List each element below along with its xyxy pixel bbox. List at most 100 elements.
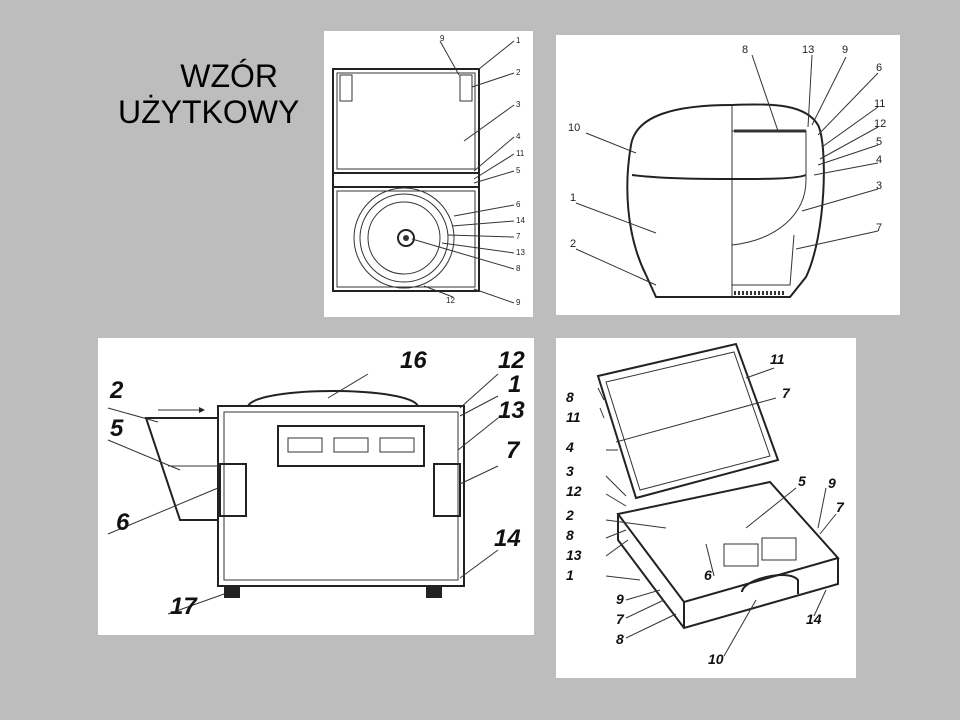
disc-center [403, 235, 409, 241]
label-d-9: 9 [828, 475, 836, 491]
hinge-band [332, 172, 480, 188]
label-c-14: 14 [494, 525, 521, 552]
label-c-5: 5 [110, 415, 124, 442]
latch-right [433, 463, 461, 517]
figure-a-drawing: 9 1 2 3 4 11 5 6 14 7 13 8 12 9 [332, 34, 525, 307]
base-sides [617, 514, 839, 630]
label-d-4: 4 [565, 439, 574, 455]
label-d-8b: 8 [616, 631, 624, 647]
title-line-1: WZÓR [180, 58, 278, 94]
label-d-12: 12 [566, 483, 582, 499]
label-c-2: 2 [109, 377, 124, 404]
base-outline [332, 186, 480, 292]
label-a-12: 12 [446, 296, 455, 305]
label-d-6: 6 [704, 567, 712, 583]
label-c-12: 12 [498, 347, 525, 374]
label-d-5: 5 [798, 473, 806, 489]
label-d-7b: 7 [616, 611, 625, 627]
label-c-13: 13 [498, 397, 525, 424]
label-a-9top: 9 [440, 34, 445, 43]
label-d-14: 14 [806, 611, 822, 627]
figure-c-labels: 16 12 2 1 13 5 7 6 14 17 [109, 347, 525, 620]
label-a-6: 6 [516, 200, 521, 209]
label-d-1: 1 [566, 567, 574, 583]
inner-base [731, 234, 795, 286]
label-c-17: 17 [170, 593, 198, 620]
vent-slot-2 [333, 437, 369, 453]
label-a-11: 11 [516, 149, 525, 158]
vent-slot-1 [287, 437, 323, 453]
figure-b-labels: 8 13 9 6 10 11 12 5 4 1 3 2 7 [568, 44, 886, 250]
label-a-4: 4 [516, 132, 521, 141]
label-b-1: 1 [570, 192, 576, 204]
label-a-7: 7 [516, 232, 521, 241]
label-c-6: 6 [116, 509, 130, 536]
label-d-2: 2 [565, 507, 574, 523]
disc-inner [367, 201, 441, 275]
handle [247, 390, 419, 407]
compartment-2 [761, 537, 797, 561]
disc-hub [397, 229, 415, 247]
label-b-4: 4 [876, 154, 882, 166]
handle [741, 574, 799, 594]
label-b-9: 9 [842, 44, 848, 56]
figure-a-panel: 9 1 2 3 4 11 5 6 14 7 13 8 12 9 [324, 31, 533, 317]
label-b-5: 5 [876, 136, 882, 148]
foot-left [224, 586, 240, 598]
label-d-7: 7 [836, 499, 845, 515]
label-c-7: 7 [506, 437, 521, 464]
lid-outer [596, 342, 780, 500]
label-b-3: 3 [876, 180, 882, 192]
case-body-inner [223, 411, 459, 581]
compartment-1 [723, 543, 759, 567]
label-a-14: 14 [516, 216, 525, 225]
figure-d-panel: 11 8 7 11 4 3 12 5 9 7 2 8 13 6 1 9 7 8 … [556, 338, 856, 678]
side-flap [144, 417, 219, 521]
figure-b-drawing: 8 13 9 6 10 11 12 5 4 1 3 2 7 [568, 44, 886, 298]
label-b-12: 12 [874, 118, 886, 130]
label-d-13: 13 [566, 547, 582, 563]
lid-outline [332, 68, 480, 174]
label-b-8: 8 [742, 44, 748, 56]
page-title: WZÓR UŻYTKOWY [118, 58, 300, 130]
hinge-left [339, 74, 353, 102]
label-a-8: 8 [516, 264, 521, 273]
figure-a-labels: 9 1 2 3 4 11 5 6 14 7 13 8 12 9 [440, 34, 525, 307]
label-d-10: 10 [708, 651, 724, 667]
label-c-1: 1 [508, 371, 521, 398]
inner-cavity [731, 130, 807, 246]
label-b-11: 11 [874, 98, 885, 110]
lid-seam [631, 174, 807, 180]
figure-a-leaders [411, 40, 515, 304]
base-inner [336, 190, 476, 288]
label-a-3: 3 [516, 100, 521, 109]
label-d-8: 8 [566, 527, 574, 543]
lid-inner [336, 72, 476, 170]
figure-d-drawing: 11 8 7 11 4 3 12 5 9 7 2 8 13 6 1 9 7 8 … [565, 342, 845, 667]
label-a-1: 1 [516, 36, 521, 45]
label-d-11top: 11 [770, 351, 785, 367]
figure-c-leaders [107, 373, 499, 615]
figure-c-panel: 16 12 2 1 13 5 7 6 14 17 [98, 338, 534, 635]
vent-plate [277, 425, 425, 467]
outer-right-contour [731, 103, 825, 298]
label-a-13: 13 [516, 248, 525, 257]
label-b-6: 6 [876, 62, 882, 74]
lid-inner [605, 351, 771, 491]
label-d-7top: 7 [782, 385, 791, 401]
label-b-7: 7 [876, 222, 882, 234]
label-d-11: 11 [566, 409, 581, 425]
case-body [217, 405, 465, 587]
disc-middle [359, 193, 449, 283]
hinge-right [459, 74, 473, 102]
figure-d-labels: 11 8 7 11 4 3 12 5 9 7 2 8 13 6 1 9 7 8 … [565, 351, 845, 667]
label-a-5: 5 [516, 166, 521, 175]
title-line-2: UŻYTKOWY [118, 94, 300, 130]
figure-b-panel: 8 13 9 6 10 11 12 5 4 1 3 2 7 [556, 35, 900, 315]
foot-right [426, 586, 442, 598]
label-c-16: 16 [400, 347, 427, 374]
label-a-2: 2 [516, 68, 521, 77]
figure-c-drawing: 16 12 2 1 13 5 7 6 14 17 [107, 347, 525, 620]
figure-d-leaders [597, 367, 837, 657]
label-b-2: 2 [570, 238, 576, 250]
